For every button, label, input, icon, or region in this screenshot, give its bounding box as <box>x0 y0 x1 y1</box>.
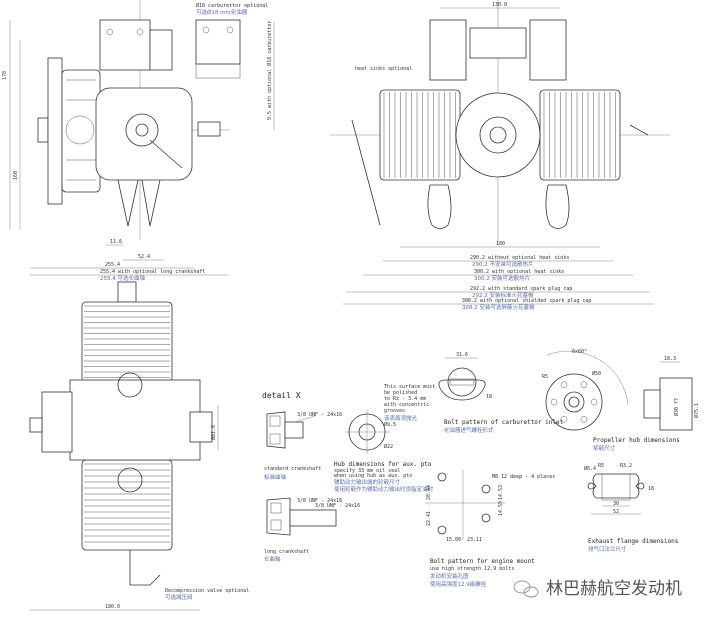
hub-sub-1: specify 33 mm oil seal <box>334 468 400 474</box>
mount-dim-v3: 14.53 <box>498 485 504 500</box>
watermark-text: 林巴赫航空发动机 <box>546 579 682 599</box>
dim-without-heat-sinks-cn: 290.2 不安装可选散热片 <box>472 260 534 268</box>
dim-without-heat-sinks: 290.2 without optional heat sinks <box>470 255 569 261</box>
hub-note-cn: 该表面须抛光 <box>384 414 418 422</box>
watermark: 林巴赫航空发动机 <box>513 579 682 599</box>
hub-note-1: This surface must <box>384 384 435 390</box>
prop-title-cn: 桨毂尺寸 <box>593 444 616 452</box>
long-crank-label-cn: 长曲轴 <box>264 555 281 563</box>
prop-angle: 6x60° <box>572 349 587 355</box>
dim-with-heat-sinks: 300.2 with optional heat sinks <box>474 269 564 275</box>
dim-with-heat-sinks-cn: 300.2 安装可选散热片 <box>474 274 530 282</box>
exhaust-flange: Ø6.4 R5 R3.2 18 30 52 Exhaust flange dim… <box>584 463 679 553</box>
carb-note-cn: 可选Ø18 mm化油器 <box>196 8 248 16</box>
prop-dim-d2: Ø75.1 <box>693 403 700 418</box>
bolt-hole <box>590 398 598 406</box>
detail-x: detail X 3/8 UNF - 24x16 standard cranks… <box>262 391 360 563</box>
mount-dim-v1: 28.44 <box>426 485 432 500</box>
carb-dim-side: 18 <box>486 394 492 400</box>
exhaust-title: Exhaust flange dimensions <box>588 538 679 545</box>
dim-standard-plug-cap-cn: 292.2 安装标准火花塞帽 <box>472 291 534 299</box>
prop-dim-r: R5 <box>542 374 548 380</box>
hub-dim-a: Ø9.5 <box>384 421 396 428</box>
detail-x-title: detail X <box>262 391 301 400</box>
bottom-left-top-view: 180.0 Ø81.6 Decompression valve optional… <box>29 281 249 611</box>
exhaust-title-cn: 排气口法兰尺寸 <box>588 545 627 553</box>
wechat-icon <box>513 580 539 598</box>
standard-crank-label-cn: 标准曲轴 <box>264 473 287 481</box>
engine-mount-pattern: M8 12 deep - 4 places 28.44 22.41 14.53 … <box>425 470 555 588</box>
hub-note-2: be polished <box>384 390 417 396</box>
carb-dim-top: 31.6 <box>456 352 468 358</box>
exhaust-dim-a: Ø6.4 <box>584 465 596 472</box>
hub-note-3: to Rz - 3.4 mm <box>384 396 426 402</box>
standard-crank-label: standard crankshaft <box>264 466 321 472</box>
mount-thread: M8 12 deep - 4 places <box>492 474 555 480</box>
dim-width-1: 11.6 <box>110 239 122 245</box>
mount-title-cn: 发动机安装孔图 <box>430 572 469 580</box>
mount-dim-v2: 22.41 <box>426 511 432 526</box>
mount-sub: use high strength 12.9 bolts <box>430 566 514 572</box>
dim-shielded-plug-cap-cn: 308.2 安装可选屏蔽火花塞帽 <box>462 303 535 311</box>
propeller-hub: 6x60° Ø50 R5 18.3 Ø30 f7 Ø75.1 Propeller… <box>542 349 700 452</box>
prop-title: Propeller hub dimensions <box>593 437 680 444</box>
dim-inner: 180 <box>496 241 505 247</box>
dim-side: Ø81.6 <box>210 425 217 440</box>
dim-shielded-plug-cap: 308.2 with optional shielded spark plug … <box>462 298 591 304</box>
carb-note: Ø18 carburettor optional <box>196 2 268 9</box>
dim-overall: 255.4 <box>105 262 120 268</box>
carb-height-note: 9.5 with optional Ø18 carburettor <box>266 21 273 120</box>
prop-dim-side: 18.3 <box>664 356 676 362</box>
bolt-hole <box>550 398 558 406</box>
mount-dim-h1: 15.00 <box>446 537 461 543</box>
dim-bottom: 180.0 <box>105 604 120 610</box>
carb-title: Bolt pattern of carburettor inlet <box>444 419 564 426</box>
standard-thread-dim: 3/8 UNF - 24x16 <box>297 412 342 418</box>
hub-aux-pto: Ø9.5 Ø22 This surface must be polished t… <box>334 384 435 493</box>
decomp-note-cn: 可选减压阀 <box>165 593 193 601</box>
dim-standard-plug-cap: 292.2 with standard spark plug cap <box>470 286 572 292</box>
top-left-side-view: 178 160 9.5 with optional Ø18 carburetto… <box>2 0 275 282</box>
long-crank-label: long crankshaft <box>264 549 309 555</box>
hub-note-4: with concentric <box>384 402 429 408</box>
hub-dim-b: Ø22 <box>384 443 393 450</box>
dim-top: 130.0 <box>492 2 507 8</box>
long-thread-dim-2: 3/8 UNF - 24x16 <box>315 503 360 509</box>
hub-note-5: grooves <box>384 408 405 414</box>
dim-vertical-2: 160 <box>13 171 19 180</box>
dim-long-crank-cn: 255.4 可选长曲轴 <box>100 274 145 282</box>
bolt-hole <box>560 381 568 388</box>
prop-dim-pcd: Ø50 <box>592 370 601 377</box>
bolt-hole <box>580 381 588 388</box>
dim-long-crank: 255.4 with optional long crankshaft <box>100 269 205 275</box>
heat-sinks-note: heat sinks optional <box>355 66 412 72</box>
mount-sub-cn: 使用高强度12.9级螺栓 <box>430 580 487 588</box>
prop-dim-d1: Ø30 f7 <box>673 398 680 416</box>
exhaust-dim-b: R5 <box>598 463 604 469</box>
top-right-front-view: heat sinks optional 130.0 180 290.2 with… <box>330 0 670 311</box>
mount-dim-v4: 14.59 <box>498 501 504 516</box>
bolt-hole <box>560 416 568 423</box>
hub-sub-2: when using hub as aux. pto <box>334 473 412 479</box>
decomp-note: Decompression valve optional <box>165 588 249 594</box>
exhaust-dim-c: R3.2 <box>620 463 632 469</box>
hub-title-cn: 辅助动力输出端的轮毂尺寸 <box>334 478 401 486</box>
exhaust-dim-w1: 30 <box>613 501 619 507</box>
bolt-hole <box>580 416 588 423</box>
mount-dim-h2: 23.11 <box>467 537 482 543</box>
exhaust-dim-w2: 52 <box>613 509 619 515</box>
carb-inlet-pattern: 31.6 18 Bolt pattern of carburettor inle… <box>438 352 564 434</box>
dim-vertical-1: 178 <box>2 71 8 80</box>
hub-title: Hub dimensions for aux. pto <box>334 461 432 468</box>
dim-width-2: 52.4 <box>138 254 150 260</box>
mount-title: Bolt pattern for engine mount <box>430 558 535 565</box>
carb-title-cn: 化油器进气螺栓形式 <box>444 426 494 434</box>
exhaust-dim-h: 18 <box>648 486 654 492</box>
hub-sub-cn: 使用轮毂作为辅助动力输出时须指定油封 <box>334 485 434 493</box>
long-thread-dim-1: 3/8 UNF - 24x16 <box>297 498 342 504</box>
